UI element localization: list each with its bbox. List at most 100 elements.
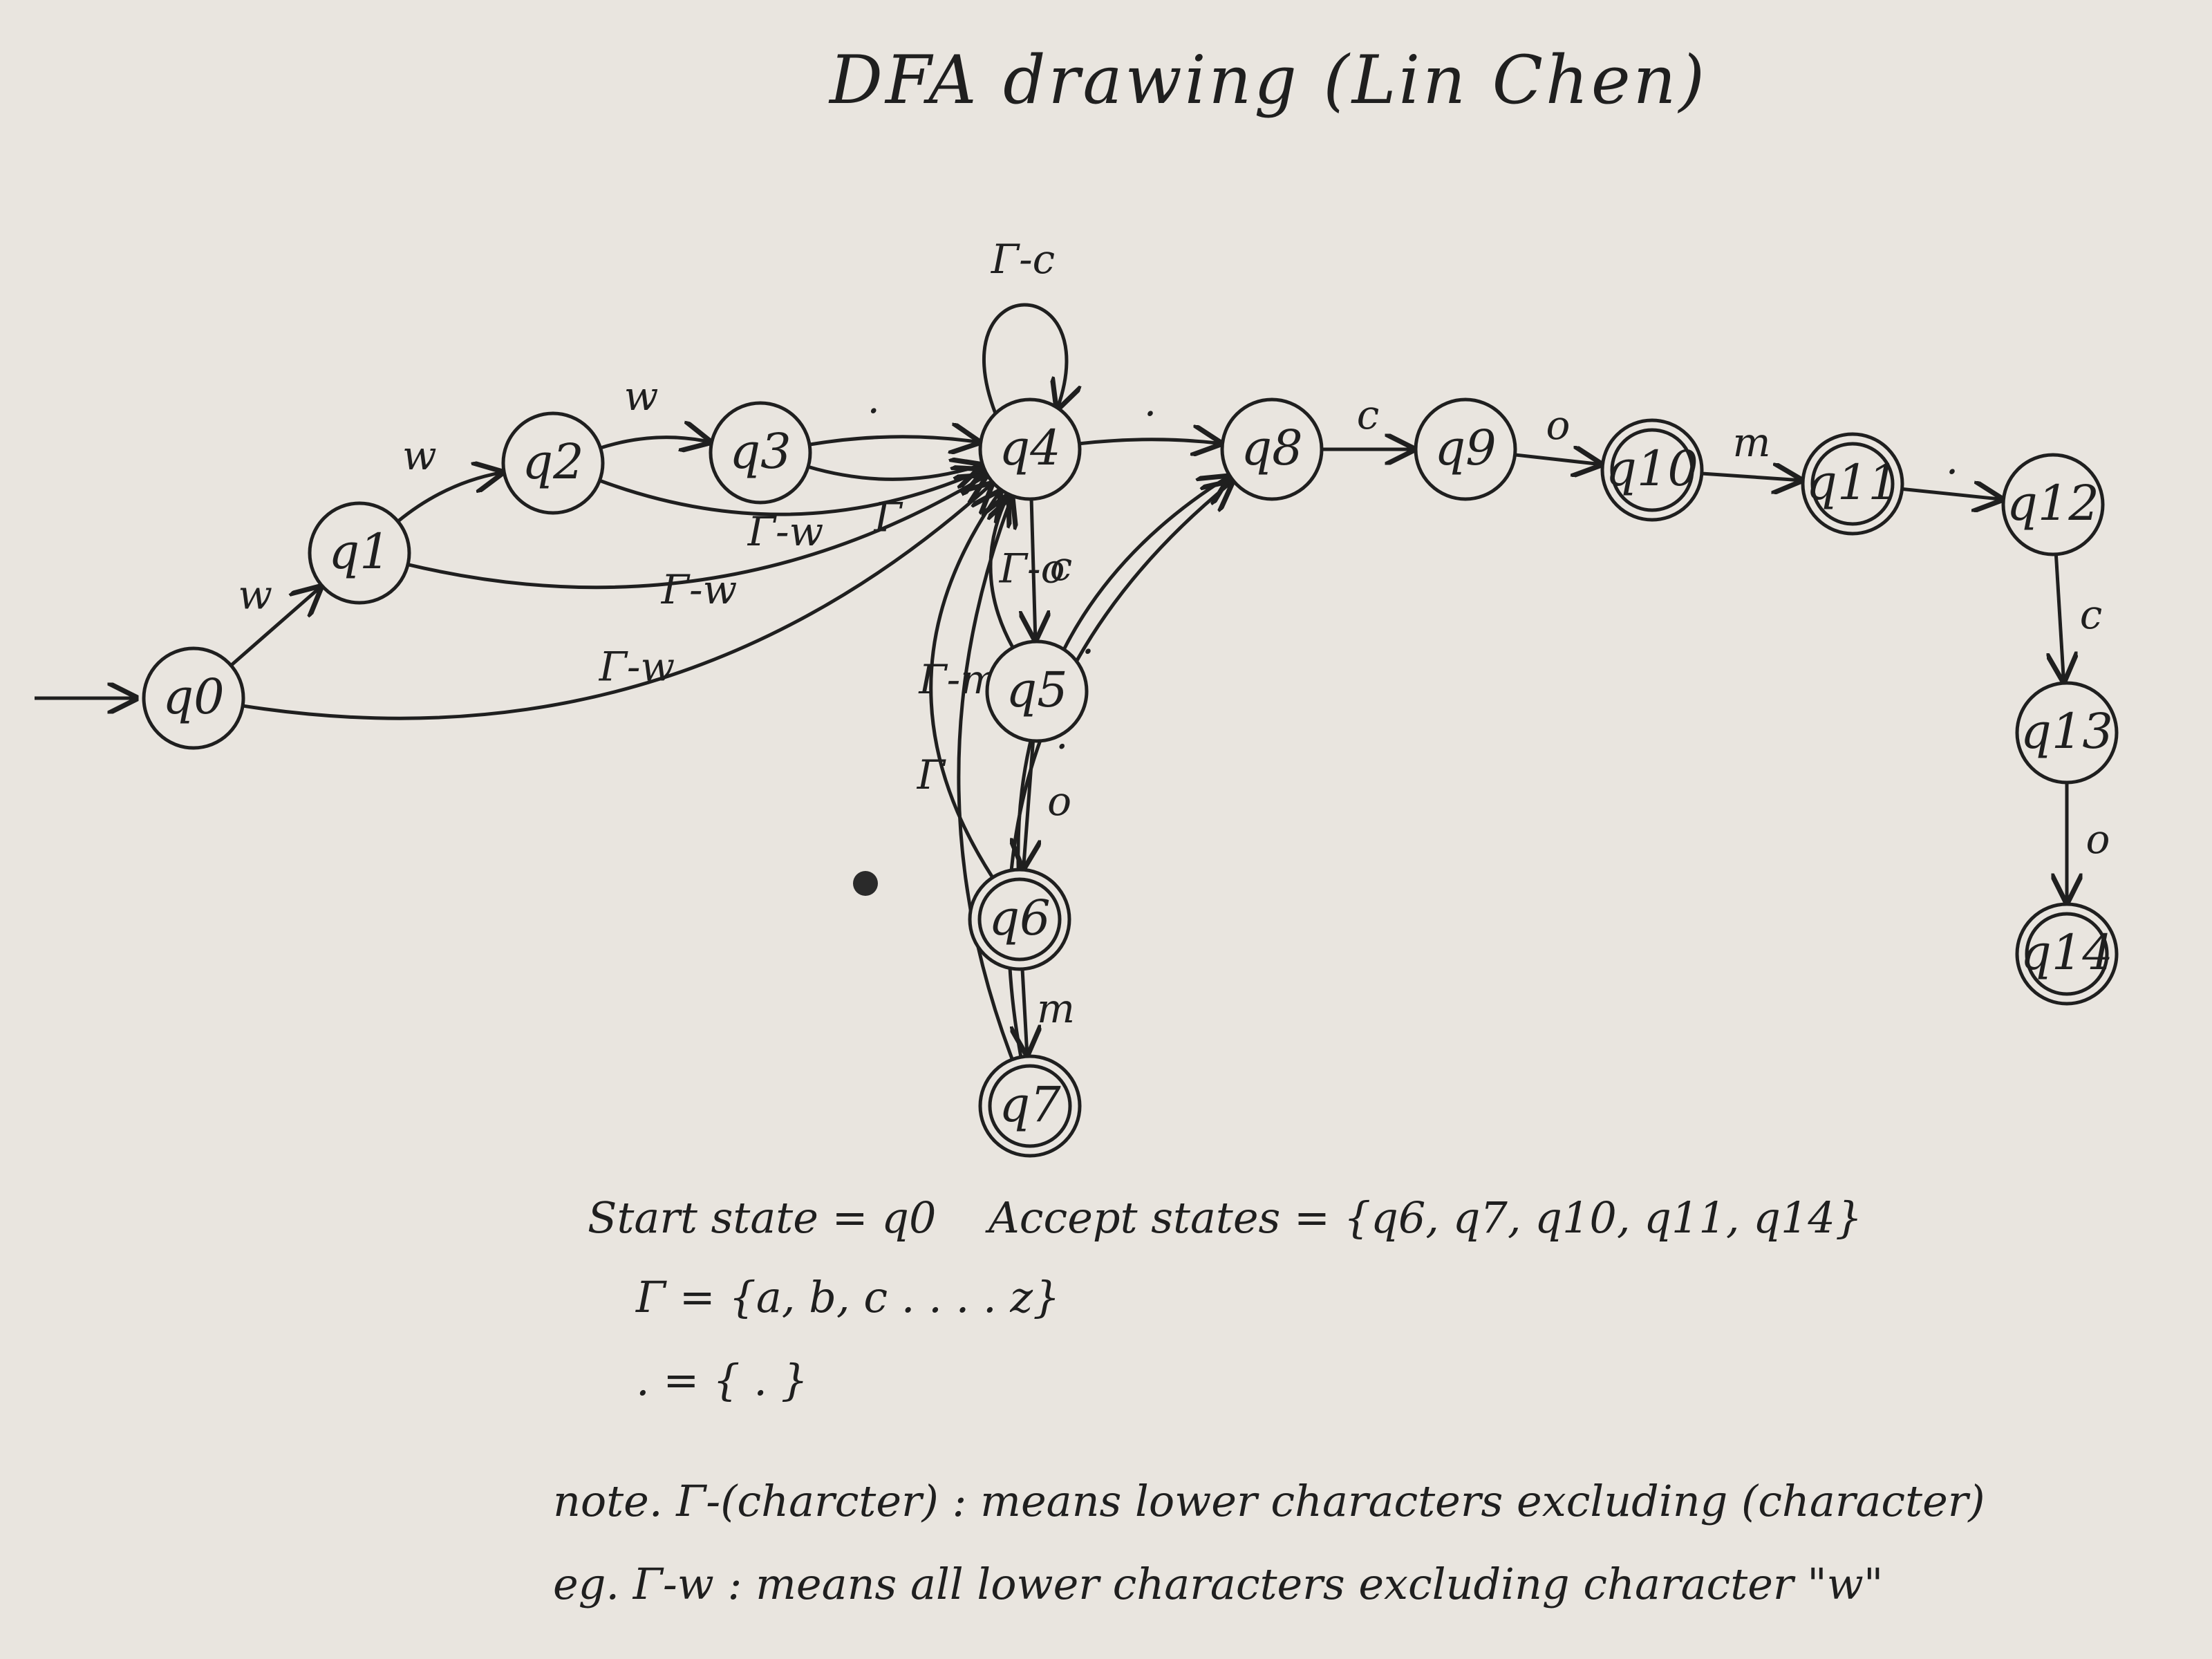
state-circle-q6	[968, 868, 1071, 971]
state-q11: q11	[1801, 432, 1904, 536]
transition-label-q5-q6: o	[1047, 778, 1071, 825]
transition-label-q13-q14: o	[2086, 816, 2110, 863]
state-q2: q2	[501, 411, 605, 515]
accept-states-note: Accept states = {q6, q7, q10, q11, q14}	[988, 1192, 1863, 1243]
transition-label-q6-q8: .	[1082, 616, 1094, 663]
transition-label-q11-q12: .	[1946, 436, 1958, 483]
state-circle-q4	[978, 397, 1082, 501]
state-label-q3: q3	[729, 423, 791, 480]
state-layer: q0 q1 q2 q3 q4 q5 q6 q7 q8 q9 q10 q11 q12 q13 q14	[142, 397, 2119, 1158]
state-q12: q12	[2001, 453, 2105, 556]
transition-q7-q4	[957, 498, 1013, 1060]
state-label-q13: q13	[2021, 703, 2113, 760]
state-circle-q14	[2015, 902, 2119, 1006]
accept-ring-q6	[977, 877, 1062, 962]
transition-label-q4-q4: Γ-c	[991, 236, 1055, 283]
state-q10: q10	[1600, 418, 1704, 522]
state-label-q11: q11	[1806, 454, 1899, 511]
transition-q3-q4	[807, 465, 980, 479]
transition-label-q0-q1: w	[238, 572, 272, 619]
state-circle-q10	[1600, 418, 1704, 522]
transition-q2-q3	[599, 438, 709, 448]
state-label-q7: q7	[999, 1076, 1061, 1133]
note-line-1: note. Γ-(charcter) : means lower charact…	[553, 1476, 1985, 1526]
transition-q6-q8	[1016, 477, 1228, 870]
transition-label-q4-q5: c	[1050, 543, 1072, 590]
transition-label-q1-q2: w	[402, 432, 437, 479]
state-circle-q2	[501, 411, 605, 515]
transition-q4-q5	[1031, 498, 1035, 639]
state-q13: q13	[2015, 681, 2119, 785]
state-circle-q1	[308, 501, 411, 605]
state-circle-q13	[2015, 681, 2119, 785]
transition-q6-q7	[1022, 968, 1027, 1053]
state-circle-q11	[1801, 432, 1904, 536]
state-label-q14: q14	[2021, 924, 2113, 981]
ink-blot	[853, 871, 878, 896]
transition-label-q4-q8: .	[1144, 378, 1156, 425]
diagram-title: DFA drawing (Lin Chen)	[830, 41, 1707, 119]
state-label-q1: q1	[328, 523, 390, 580]
transition-q0-q4	[242, 485, 991, 720]
transition-label-q0-q4: Γ-w	[599, 643, 675, 690]
accept-ring-q14	[2025, 912, 2109, 996]
state-q9: q9	[1414, 397, 1517, 501]
transition-q10-q11	[1701, 474, 1800, 480]
transition-q4-q4	[982, 303, 1067, 413]
transition-label-q12-q13: c	[2080, 591, 2102, 638]
transition-q2-q4	[599, 471, 982, 516]
state-label-q8: q8	[1241, 420, 1302, 476]
transition-label-q3-q4: Γ	[873, 494, 903, 541]
state-q0: q0	[142, 646, 245, 750]
transition-q0-q1	[229, 588, 320, 667]
state-circle-q9	[1414, 397, 1517, 501]
transition-q11-q12	[1902, 489, 2001, 499]
state-circle-q0	[142, 646, 245, 750]
transition-q6-q4	[929, 492, 1000, 879]
state-label-q4: q4	[999, 420, 1060, 476]
transition-q4-q8	[1079, 440, 1220, 444]
state-circle-q8	[1220, 397, 1324, 501]
transition-label-q6-q4: Γ-m	[918, 656, 998, 703]
state-q4: q4	[978, 397, 1082, 501]
transition-label-q5-q4: Γ-o	[999, 545, 1065, 592]
state-label-q5: q5	[1006, 662, 1067, 718]
transition-label-q1-q4: Γ-w	[661, 566, 738, 613]
accept-ring-q11	[1810, 442, 1895, 526]
state-q3: q3	[709, 401, 812, 505]
state-label-q10: q10	[1606, 440, 1698, 497]
transition-q12-q13	[2056, 554, 2063, 680]
transition-q5-q6	[1024, 740, 1033, 867]
state-circle-q3	[709, 401, 812, 505]
state-circle-q7	[978, 1054, 1082, 1158]
accept-ring-q10	[1610, 428, 1694, 512]
transition-label-q2-q3: w	[624, 373, 659, 420]
state-q6: q6	[968, 868, 1071, 971]
transition-label-q10-q11: m	[1733, 419, 1771, 466]
dot-definition: . = { . }	[636, 1355, 809, 1405]
accept-ring-q7	[988, 1064, 1072, 1148]
state-q5: q5	[985, 639, 1089, 743]
transition-label-q8-q9: c	[1357, 391, 1379, 438]
state-label-q6: q6	[988, 890, 1050, 946]
transition-label-q7-q4: Γ	[917, 751, 946, 798]
state-label-q9: q9	[1434, 420, 1496, 476]
state-label-q2: q2	[522, 433, 583, 490]
state-circle-q5	[985, 639, 1089, 743]
transition-label-q3-q4: .	[868, 375, 880, 422]
transition-label-q6-q7: m	[1037, 985, 1075, 1032]
state-q14: q14	[2015, 902, 2119, 1006]
transition-label-q9-q10: o	[1546, 402, 1571, 449]
state-circle-q12	[2001, 453, 2105, 556]
state-label-q0: q0	[162, 668, 224, 725]
transition-q1-q4	[407, 476, 985, 590]
state-label-q12: q12	[2007, 475, 2099, 532]
transition-q1-q2	[397, 473, 502, 523]
state-q1: q1	[308, 501, 411, 605]
state-q8: q8	[1220, 397, 1324, 501]
note-line-2: eg. Γ-w : means all lower characters exc…	[553, 1559, 1884, 1609]
transition-q9-q10	[1515, 455, 1600, 465]
transition-q3-q4	[809, 437, 978, 444]
